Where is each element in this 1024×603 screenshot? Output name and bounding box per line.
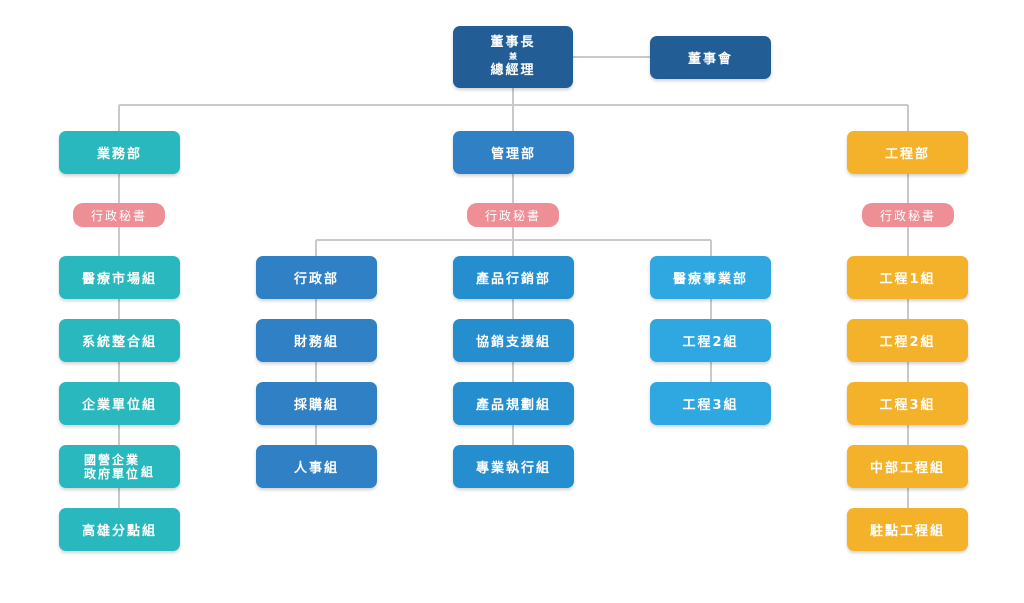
medical-market-group: 醫療市場組	[59, 256, 180, 299]
board-box: 董事會	[650, 36, 771, 79]
engineering-group-2: 工程2組	[847, 319, 968, 362]
kaohsiung-branch-group: 高雄分點組	[59, 508, 180, 551]
procurement-group: 採購組	[256, 382, 377, 425]
product-marketing-dept: 產品行銷部	[453, 256, 574, 299]
medical-business-dept: 醫療事業部	[650, 256, 771, 299]
engineering-group-1: 工程1組	[847, 256, 968, 299]
engineering-group-3-medical: 工程3組	[650, 382, 771, 425]
state-enterprise-gov-lines: 國營企業 政府單位	[84, 453, 140, 481]
product-planning-group: 產品規劃組	[453, 382, 574, 425]
gov-unit-label: 政府單位	[83, 466, 140, 481]
group-suffix: 組	[141, 465, 156, 479]
sales-support-group: 協銷支援組	[453, 319, 574, 362]
central-engineering-group: 中部工程組	[847, 445, 968, 488]
system-integration-group: 系統整合組	[59, 319, 180, 362]
engineering-group-3: 工程3組	[847, 382, 968, 425]
onsite-engineering-group: 駐點工程組	[847, 508, 968, 551]
business-dept: 業務部	[59, 131, 180, 174]
chairman-and: 兼	[509, 52, 517, 61]
management-secretary: 行政秘書	[467, 203, 559, 227]
state-enterprise-gov-group: 國營企業 政府單位 組	[59, 445, 180, 488]
enterprise-unit-group: 企業單位組	[59, 382, 180, 425]
business-secretary: 行政秘書	[73, 203, 165, 227]
finance-group: 財務組	[256, 319, 377, 362]
management-dept: 管理部	[453, 131, 574, 174]
engineering-dept: 工程部	[847, 131, 968, 174]
engineering-group-2-medical: 工程2組	[650, 319, 771, 362]
chairman-box: 董事長 兼 總經理	[453, 26, 573, 88]
professional-execution-group: 專業執行組	[453, 445, 574, 488]
engineering-secretary: 行政秘書	[862, 203, 954, 227]
hr-group: 人事組	[256, 445, 377, 488]
state-enterprise-label: 國營企業	[83, 452, 140, 467]
general-manager-title: 總經理	[490, 63, 536, 78]
admin-dept: 行政部	[256, 256, 377, 299]
chairman-title: 董事長	[490, 35, 536, 50]
